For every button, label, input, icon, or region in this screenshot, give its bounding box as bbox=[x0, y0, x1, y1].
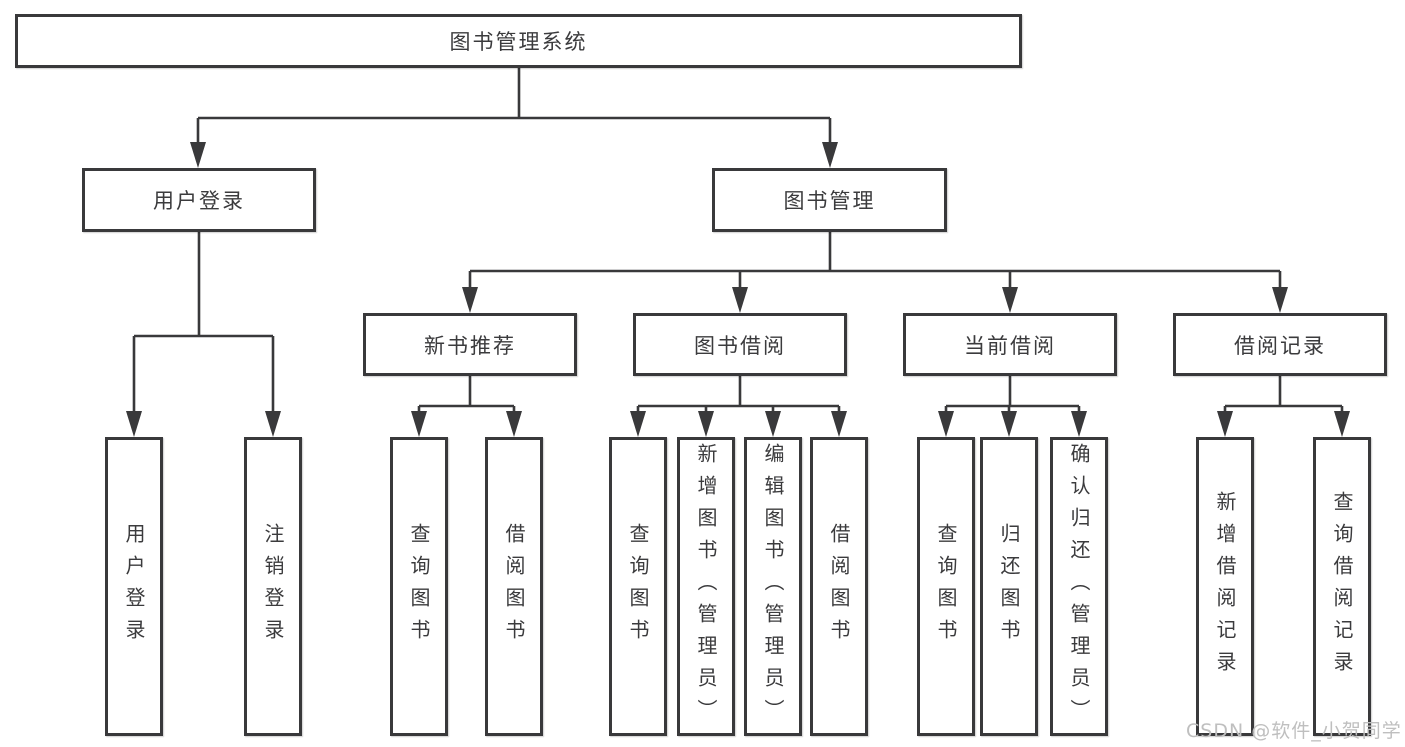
arrow-down-icon bbox=[765, 411, 781, 437]
node-book-management: 图书管理 bbox=[712, 168, 947, 232]
arrow-down-icon bbox=[126, 411, 142, 437]
node-root: 图书管理系统 bbox=[15, 14, 1022, 68]
connector-records-to-leaves bbox=[1217, 376, 1350, 437]
arrow-down-icon bbox=[411, 411, 427, 437]
arrow-down-icon bbox=[1217, 411, 1233, 437]
arrow-down-icon bbox=[190, 142, 206, 168]
connector-book-mgmt-to-level2 bbox=[462, 232, 1288, 313]
leaf-query-books-recommend: 查询图书 bbox=[390, 437, 448, 736]
arrow-down-icon bbox=[732, 287, 748, 313]
connector-current-borrow-to-leaves bbox=[938, 376, 1087, 437]
arrow-down-icon bbox=[938, 411, 954, 437]
leaf-confirm-return-admin: 确认归还（管理员） bbox=[1050, 437, 1108, 736]
leaf-borrow-books: 借阅图书 bbox=[810, 437, 868, 736]
arrow-down-icon bbox=[1071, 411, 1087, 437]
arrow-down-icon bbox=[1334, 411, 1350, 437]
leaf-logout: 注销登录 bbox=[244, 437, 302, 736]
node-book-borrowing: 图书借阅 bbox=[633, 313, 847, 376]
leaf-return-books: 归还图书 bbox=[980, 437, 1038, 736]
arrow-down-icon bbox=[630, 411, 646, 437]
arrow-down-icon bbox=[462, 287, 478, 313]
connector-root-to-level1 bbox=[190, 68, 838, 168]
leaf-add-books-admin: 新增图书（管理员） bbox=[677, 437, 735, 736]
arrow-down-icon bbox=[831, 411, 847, 437]
node-user-login: 用户登录 bbox=[82, 168, 316, 232]
leaf-query-books-current: 查询图书 bbox=[917, 437, 975, 736]
leaf-add-borrow-record: 新增借阅记录 bbox=[1196, 437, 1254, 736]
node-new-book-recommend: 新书推荐 bbox=[363, 313, 577, 376]
node-current-borrowing: 当前借阅 bbox=[903, 313, 1117, 376]
leaf-query-borrow-record: 查询借阅记录 bbox=[1313, 437, 1371, 736]
arrow-down-icon bbox=[1001, 411, 1017, 437]
csdn-watermark: CSDN @软件_小贺同学 bbox=[1186, 720, 1402, 742]
leaf-edit-books-admin: 编辑图书（管理员） bbox=[744, 437, 802, 736]
arrow-down-icon bbox=[1272, 287, 1288, 313]
connector-user-login-to-leaves bbox=[126, 232, 281, 437]
arrow-down-icon bbox=[698, 411, 714, 437]
connector-book-borrow-to-leaves bbox=[630, 376, 847, 437]
node-borrowing-records: 借阅记录 bbox=[1173, 313, 1387, 376]
arrow-down-icon bbox=[822, 142, 838, 168]
leaf-borrow-books-recommend: 借阅图书 bbox=[485, 437, 543, 736]
arrow-down-icon bbox=[506, 411, 522, 437]
connector-new-books-to-leaves bbox=[411, 376, 522, 437]
arrow-down-icon bbox=[1002, 287, 1018, 313]
leaf-user-login: 用户登录 bbox=[105, 437, 163, 736]
leaf-query-books-borrow: 查询图书 bbox=[609, 437, 667, 736]
arrow-down-icon bbox=[265, 411, 281, 437]
